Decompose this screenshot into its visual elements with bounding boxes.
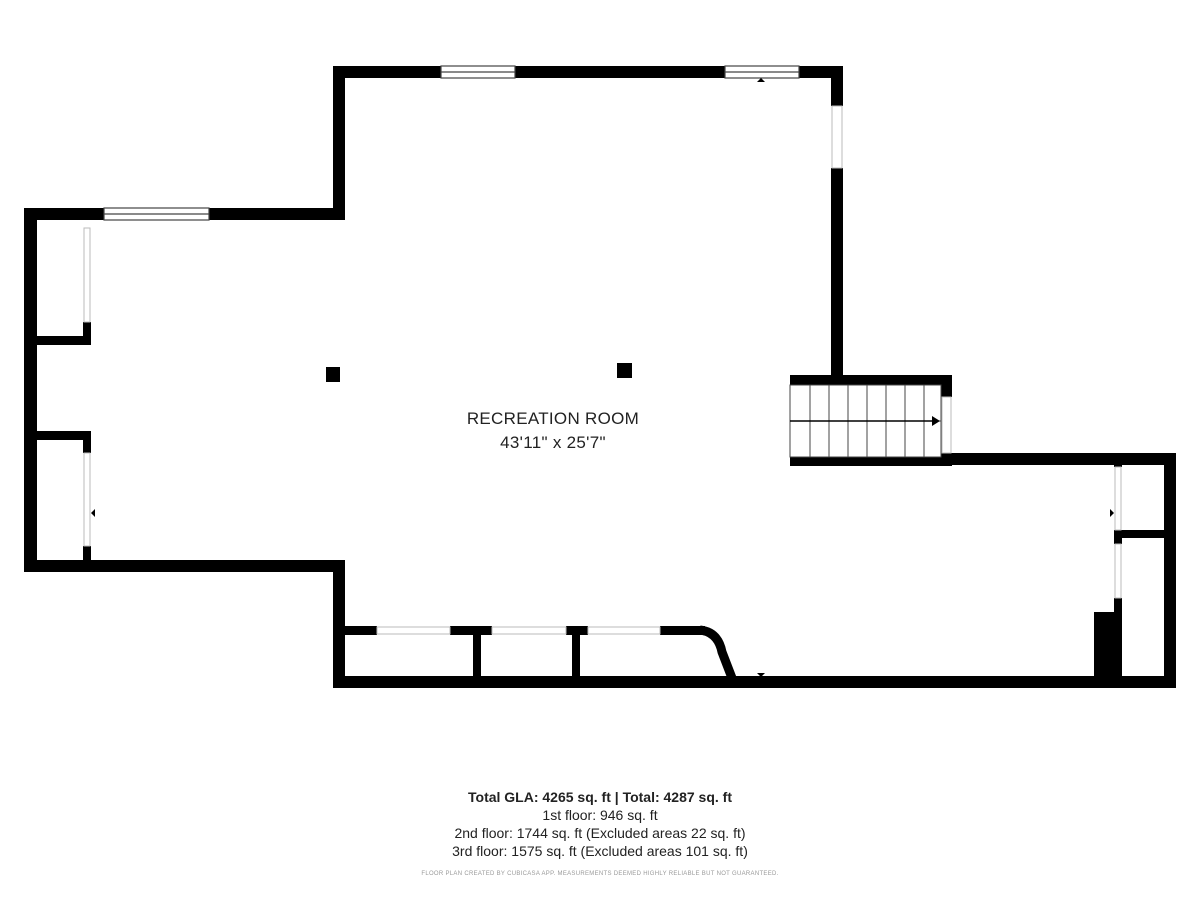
windows xyxy=(103,65,800,221)
room-dimensions: 43'11" x 25'7" xyxy=(500,433,606,452)
room-name: RECREATION ROOM xyxy=(466,409,640,428)
door-markers xyxy=(91,78,1114,677)
door-openings xyxy=(83,105,1122,635)
disclaimer: FLOOR PLAN CREATED BY CUBICASA APP. MEAS… xyxy=(421,871,779,877)
floor-3-line: 3rd floor: 1575 sq. ft (Excluded areas 1… xyxy=(452,843,748,859)
stair-arrow-icon xyxy=(932,416,940,426)
staircase xyxy=(789,384,942,458)
floor-2-line: 2nd floor: 1744 sq. ft (Excluded areas 2… xyxy=(454,825,746,841)
exterior-walls xyxy=(24,66,1176,688)
floor-1-line: 1st floor: 946 sq. ft xyxy=(542,807,658,823)
floor-plan xyxy=(24,65,1176,688)
curved-wall xyxy=(699,625,737,680)
area-summary: Total GLA: 4265 sq. ft | Total: 4287 sq.… xyxy=(300,788,900,860)
room-label: RECREATION ROOM 43'11" x 25'7" xyxy=(403,407,703,455)
total-gla-line: Total GLA: 4265 sq. ft | Total: 4287 sq.… xyxy=(468,789,732,805)
column xyxy=(617,363,632,378)
column xyxy=(326,367,340,382)
